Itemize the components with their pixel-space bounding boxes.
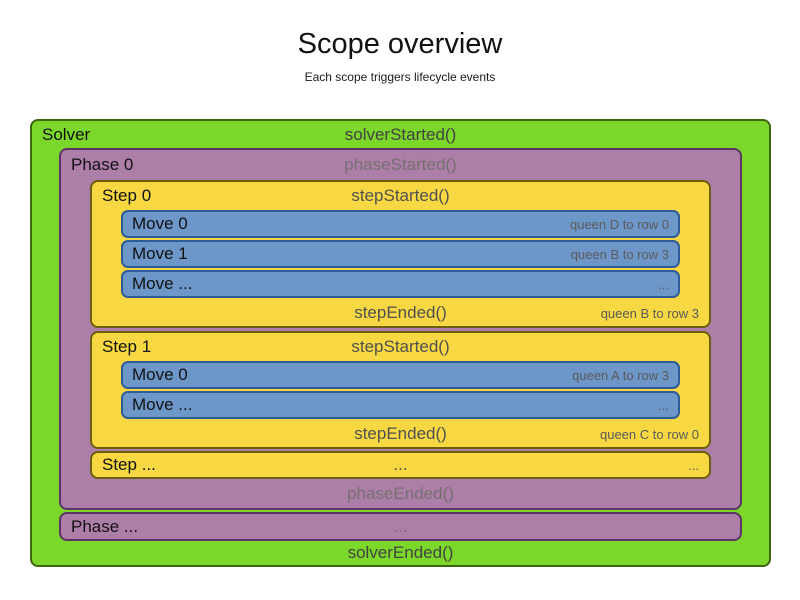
move-note: ... xyxy=(658,276,669,292)
step-more-row: Step ... ... ... xyxy=(92,455,709,475)
solver-ended-event: solverEnded() xyxy=(347,543,454,562)
phase-more-row: Phase ... ... xyxy=(61,517,740,537)
step-more-scope-box: Step ... ... ... xyxy=(90,451,711,479)
move-label: Move ... xyxy=(132,395,193,414)
phase-0-header-row: Phase 0 phaseStarted() xyxy=(61,150,740,180)
step-0-started-event: stepStarted() xyxy=(351,186,450,205)
phase-ended-event: phaseEnded() xyxy=(347,483,454,503)
step-0-label: Step 0 xyxy=(102,186,152,205)
move-note: ... xyxy=(658,397,669,413)
move-box: Move 1 queen B to row 3 xyxy=(121,240,680,268)
move-label: Move 0 xyxy=(132,365,188,384)
move-box: Move ... ... xyxy=(121,270,680,298)
move-label: Move 0 xyxy=(132,214,188,233)
step-0-ended-note: queen B to row 3 xyxy=(600,305,699,321)
page-title: Scope overview xyxy=(297,28,503,60)
move-box: Move 0 queen D to row 0 xyxy=(121,210,680,238)
step-more-label: Step ... xyxy=(102,455,156,474)
solver-scope-box: Solver solverStarted() Phase 0 phaseStar… xyxy=(30,119,771,567)
move-note: queen D to row 0 xyxy=(569,216,669,232)
step-1-scope-box: Step 1 stepStarted() Move 0 queen A to r… xyxy=(90,331,711,449)
step-0-ended-event: stepEnded() xyxy=(354,303,447,322)
phase-more-label: Phase ... xyxy=(71,516,139,536)
solver-started-event: solverStarted() xyxy=(344,124,457,144)
phase-0-footer-row: phaseEnded() xyxy=(61,479,740,508)
move-note: queen A to row 3 xyxy=(572,367,669,383)
step-more-right-ellipsis: ... xyxy=(688,457,699,473)
page-subtitle: Each scope triggers lifecycle events xyxy=(304,70,496,84)
step-0-header-row: Step 0 stepStarted() xyxy=(92,182,709,210)
step-1-footer-row: stepEnded() queen C to row 0 xyxy=(92,421,709,447)
move-box: Move ... ... xyxy=(121,391,680,419)
solver-footer-row: solverEnded() xyxy=(32,541,769,565)
step-1-ended-event: stepEnded() xyxy=(354,424,447,443)
solver-header-row: Solver solverStarted() xyxy=(32,121,769,148)
solver-label: Solver xyxy=(42,124,91,144)
step-more-center-ellipsis: ... xyxy=(393,455,408,474)
phase-0-label: Phase 0 xyxy=(71,155,134,174)
move-label: Move ... xyxy=(132,274,193,293)
phase-more-scope-box: Phase ... ... xyxy=(59,512,742,541)
phase-more-center-ellipsis: ... xyxy=(393,516,408,536)
phase-started-event: phaseStarted() xyxy=(344,155,457,174)
step-1-started-event: stepStarted() xyxy=(351,337,450,356)
step-1-ended-note: queen C to row 0 xyxy=(599,426,699,442)
phase-0-scope-box: Phase 0 phaseStarted() Step 0 stepStarte… xyxy=(59,148,742,510)
move-label: Move 1 xyxy=(132,244,188,263)
step-1-header-row: Step 1 stepStarted() xyxy=(92,333,709,361)
move-note: queen B to row 3 xyxy=(570,246,669,262)
step-1-label: Step 1 xyxy=(102,337,152,356)
move-box: Move 0 queen A to row 3 xyxy=(121,361,680,389)
step-0-footer-row: stepEnded() queen B to row 3 xyxy=(92,300,709,326)
step-0-scope-box: Step 0 stepStarted() Move 0 queen D to r… xyxy=(90,180,711,328)
